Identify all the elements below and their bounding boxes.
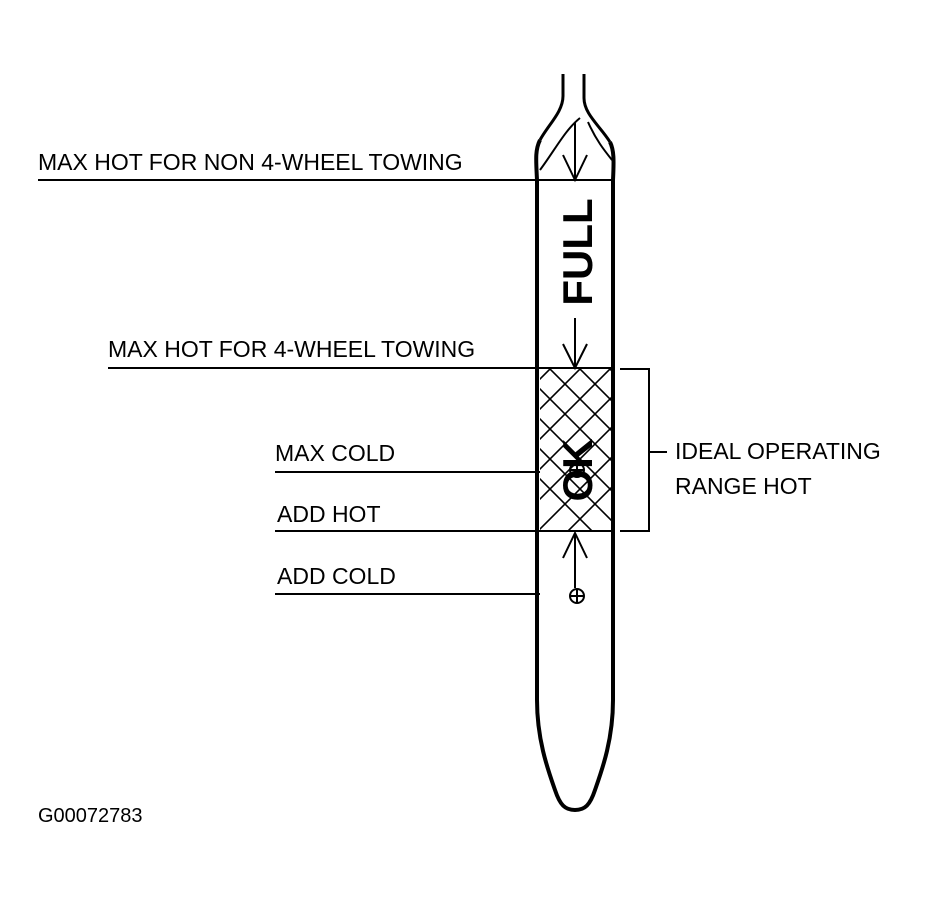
label-max-hot-non-4wheel: MAX HOT FOR NON 4-WHEEL TOWING (38, 149, 463, 175)
circle-plus-icon (569, 588, 585, 604)
dipstick-cap-detail (539, 117, 613, 171)
arrow-up-icon (562, 530, 588, 588)
label-max-cold: MAX COLD (275, 440, 395, 466)
dipstick-handle (538, 74, 612, 143)
label-max-hot-4wheel: MAX HOT FOR 4-WHEEL TOWING (108, 336, 475, 362)
arrow-down-icon (562, 318, 588, 371)
level-lines (38, 179, 613, 595)
label-add-cold: ADD COLD (277, 563, 396, 589)
label-ideal-range-line2: RANGE HOT (675, 473, 812, 499)
label-add-hot: ADD HOT (277, 501, 381, 527)
crosshatch-region (540, 369, 614, 531)
label-ideal-range-line1: IDEAL OPERATING (675, 438, 881, 464)
circle-plus-icon (569, 462, 585, 478)
dipstick-blade (534, 139, 616, 812)
range-bracket (620, 368, 667, 532)
figure-id: G00072783 (38, 805, 143, 827)
full-mark: FULL (554, 198, 601, 305)
